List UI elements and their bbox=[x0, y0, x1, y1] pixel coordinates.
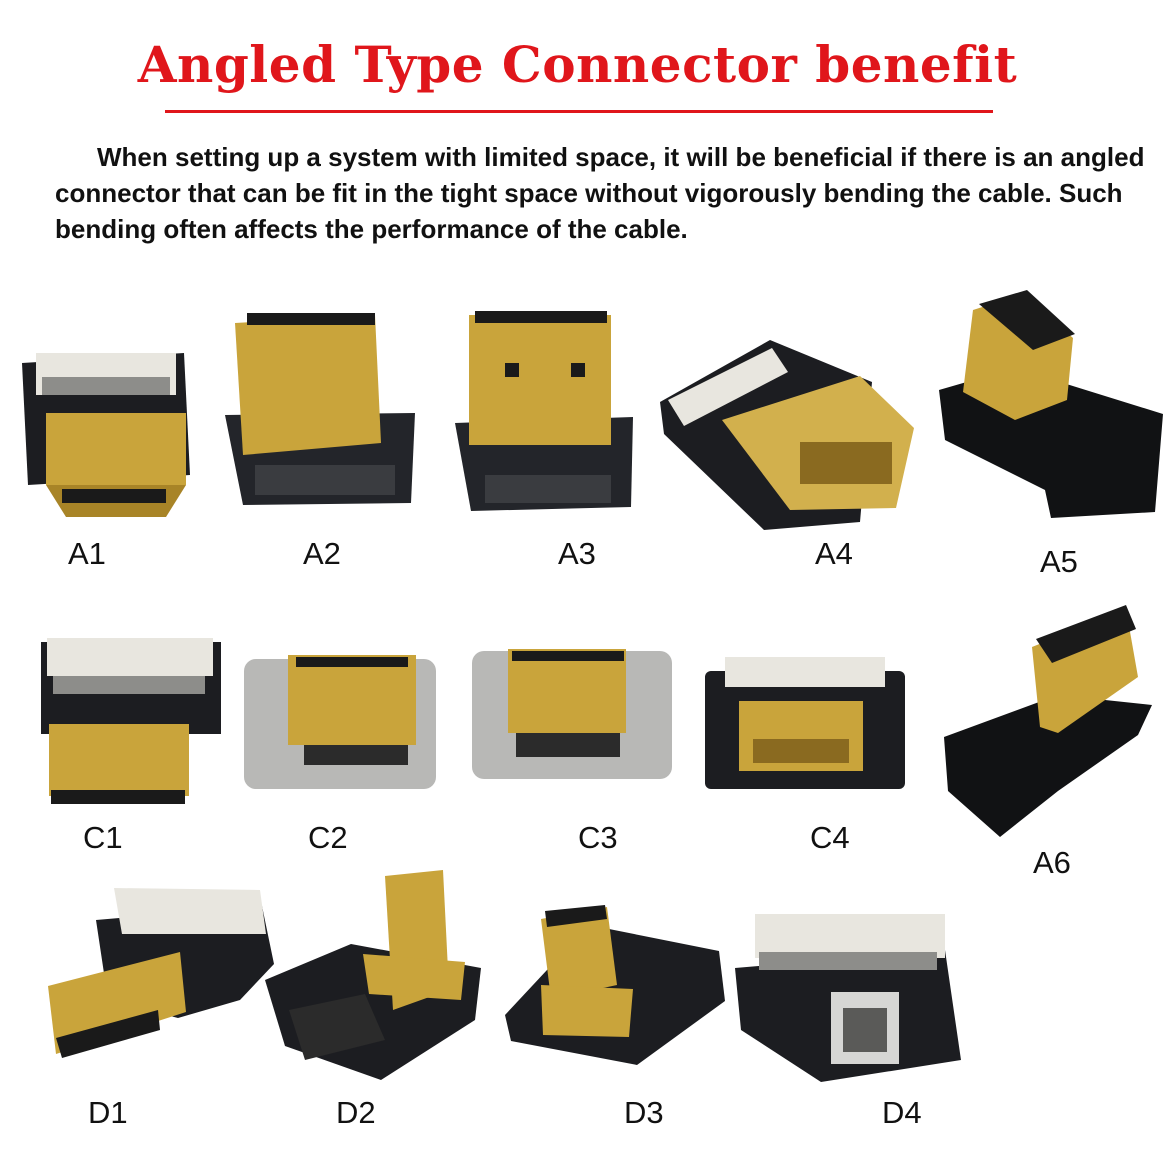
label-a1: A1 bbox=[68, 536, 106, 571]
connector-a1 bbox=[18, 335, 193, 525]
connector-d4 bbox=[735, 912, 965, 1082]
connector-a6-image bbox=[944, 605, 1152, 837]
connector-c3-image bbox=[472, 649, 672, 779]
connector-d1 bbox=[48, 880, 278, 1080]
label-c1: C1 bbox=[83, 820, 123, 855]
connector-d2 bbox=[265, 870, 485, 1080]
connector-a5-image bbox=[939, 290, 1163, 518]
connector-c2 bbox=[240, 645, 440, 795]
label-a2: A2 bbox=[303, 536, 341, 571]
connector-c1 bbox=[35, 630, 225, 810]
connector-a1-image bbox=[22, 353, 190, 517]
label-c3: C3 bbox=[578, 820, 618, 855]
connector-a5 bbox=[935, 290, 1165, 530]
connector-d1-image bbox=[48, 888, 274, 1058]
connector-d3-image bbox=[505, 905, 725, 1065]
connector-d4-image bbox=[735, 914, 961, 1082]
connector-a6 bbox=[940, 605, 1165, 845]
connector-c4 bbox=[705, 655, 905, 790]
label-a4: A4 bbox=[815, 536, 853, 571]
label-d2: D2 bbox=[336, 1095, 376, 1130]
label-a6: A6 bbox=[1033, 845, 1071, 880]
description-text: When setting up a system with limited sp… bbox=[55, 142, 1145, 244]
label-c4: C4 bbox=[810, 820, 850, 855]
connector-a3-image bbox=[455, 311, 633, 511]
label-a3: A3 bbox=[558, 536, 596, 571]
page-title: Angled Type Connector benefit bbox=[137, 35, 1018, 94]
connector-c4-image bbox=[705, 657, 905, 789]
label-d4: D4 bbox=[882, 1095, 922, 1130]
connector-a3 bbox=[455, 305, 635, 515]
label-d1: D1 bbox=[88, 1095, 128, 1130]
connector-c1-image bbox=[41, 638, 221, 804]
connector-a4-image bbox=[660, 340, 914, 530]
label-d3: D3 bbox=[624, 1095, 664, 1130]
label-a5: A5 bbox=[1040, 544, 1078, 579]
connector-a2-image bbox=[225, 313, 415, 505]
connector-d3 bbox=[505, 905, 725, 1065]
connector-a4 bbox=[660, 340, 920, 530]
connector-c3 bbox=[470, 645, 675, 780]
connector-a2 bbox=[225, 305, 415, 515]
connector-c2-image bbox=[244, 655, 436, 789]
title-underline bbox=[165, 110, 993, 113]
label-c2: C2 bbox=[308, 820, 348, 855]
connector-d2-image bbox=[265, 870, 481, 1080]
